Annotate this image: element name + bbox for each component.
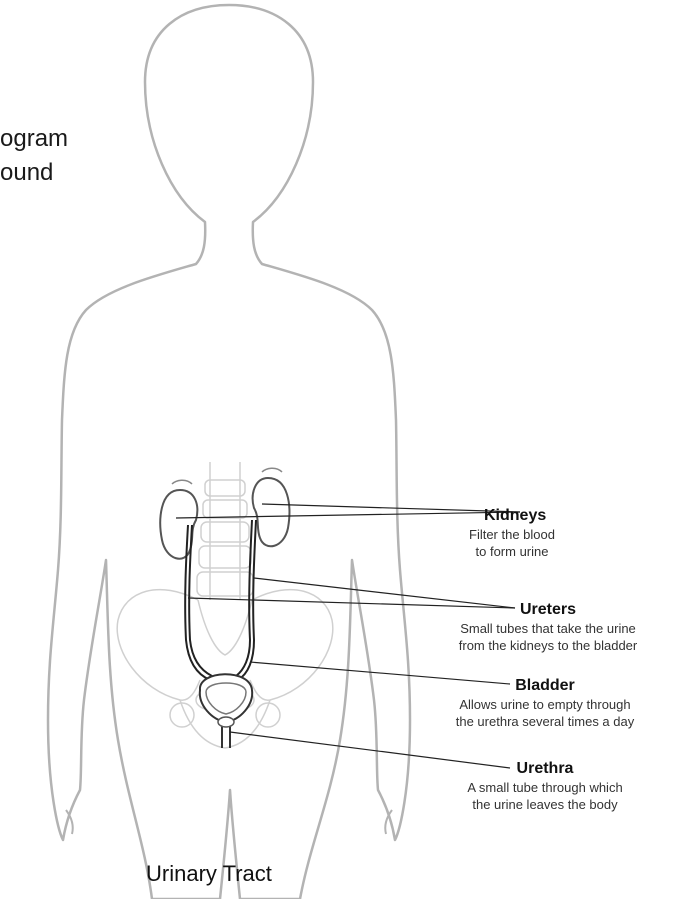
bladder-desc-2: the urethra several times a day [420,713,670,730]
urethra-title: Urethra [420,759,670,779]
kidneys-desc-2: to form urine [462,543,562,560]
kidneys-label: Kidneys Filter the blood to form urine [462,506,562,560]
urethra-label: Urethra A small tube through which the u… [420,759,670,813]
bladder [200,674,252,722]
cropped-text-fragment-2: ound [0,156,53,190]
bladder-label: Bladder Allows urine to empty through th… [420,676,670,730]
right-ureter-inner [236,520,252,676]
ureters-desc-2: from the kidneys to the bladder [423,637,673,654]
cropped-text-fragment-1: ogram [0,122,68,156]
spine [197,462,253,600]
bladder-desc-1: Allows urine to empty through [420,696,670,713]
ureters-label: Ureters Small tubes that take the urine … [423,600,673,654]
figure-caption: Urinary Tract [146,860,272,888]
right-kidney [253,478,290,546]
body-silhouette [48,5,410,899]
kidneys [160,468,289,559]
kidneys-desc-1: Filter the blood [462,526,562,543]
ureters-title: Ureters [423,600,673,620]
urethra-opening [218,717,234,727]
urethra-desc-1: A small tube through which [420,779,670,796]
urethra-desc-2: the urine leaves the body [420,796,670,813]
ureters-desc-1: Small tubes that take the urine [423,620,673,637]
kidneys-title: Kidneys [462,506,562,526]
bladder-title: Bladder [420,676,670,696]
